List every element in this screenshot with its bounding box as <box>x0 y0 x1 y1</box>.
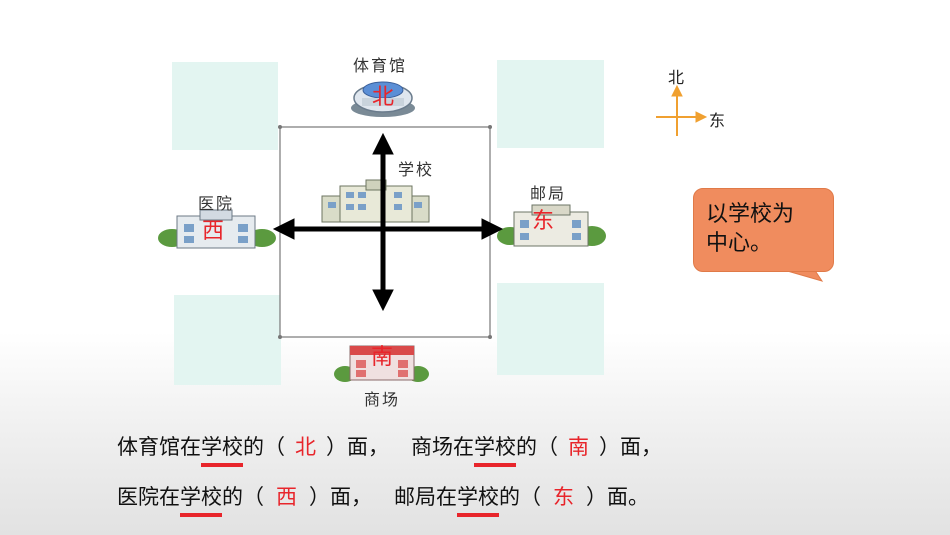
south-mark: 南 <box>371 345 394 370</box>
sentence-text: 的（ <box>516 435 558 459</box>
school-icon <box>321 179 430 223</box>
west-mark: 西 <box>202 219 225 244</box>
answer-west: 西 <box>276 485 297 509</box>
compass-east-label: 东 <box>709 111 726 130</box>
sentence-text: ）面， <box>309 485 372 509</box>
east-mark: 东 <box>532 209 555 234</box>
sentence-text: ）面， <box>599 435 662 459</box>
bubble-text: 以学校为 中心。 <box>706 202 795 256</box>
underlined-school: 学校 <box>457 482 499 517</box>
mall-label: 商场 <box>364 390 401 409</box>
answer-east: 东 <box>553 485 574 509</box>
post-office-icon <box>497 204 606 247</box>
compass-north-label: 北 <box>668 68 685 87</box>
stadium-icon <box>351 81 415 117</box>
mall-icon <box>334 345 429 382</box>
sentence-text: ）面。 <box>586 485 649 509</box>
sentence-text: 商场在 <box>411 435 474 459</box>
answer-box-bottom-right <box>497 283 604 375</box>
post-office-label: 邮局 <box>530 184 567 203</box>
answer-box-top-right <box>497 60 604 148</box>
school-label: 学校 <box>398 160 435 179</box>
sentence-text: 的（ <box>222 485 264 509</box>
stadium-label: 体育馆 <box>353 56 408 75</box>
sentence-text: 的（ <box>243 435 285 459</box>
answer-box-bottom-left <box>174 295 281 385</box>
answer-box-top-left <box>172 62 278 150</box>
sentence-line-1: 体育馆在学校的（北）面，商场在学校的（南）面， <box>117 432 662 467</box>
sentence-text: 的（ <box>499 485 541 509</box>
answer-north: 北 <box>295 435 316 459</box>
compass-icon <box>656 84 708 136</box>
underlined-school: 学校 <box>474 432 516 467</box>
sentence-text: 医院在 <box>117 485 180 509</box>
answer-south: 南 <box>568 435 589 459</box>
underlined-school: 学校 <box>201 432 243 467</box>
north-mark: 北 <box>372 85 395 110</box>
sentence-text: 体育馆在 <box>117 435 201 459</box>
hospital-icon <box>158 209 276 249</box>
sentence-text: 邮局在 <box>394 485 457 509</box>
sentence-text: ）面， <box>326 435 389 459</box>
underlined-school: 学校 <box>180 482 222 517</box>
speech-bubble: 以学校为 中心。 <box>693 188 834 272</box>
hospital-label: 医院 <box>198 194 235 213</box>
direction-arrows <box>272 132 504 312</box>
sentence-line-2: 医院在学校的（西）面，邮局在学校的（东）面。 <box>117 482 649 517</box>
